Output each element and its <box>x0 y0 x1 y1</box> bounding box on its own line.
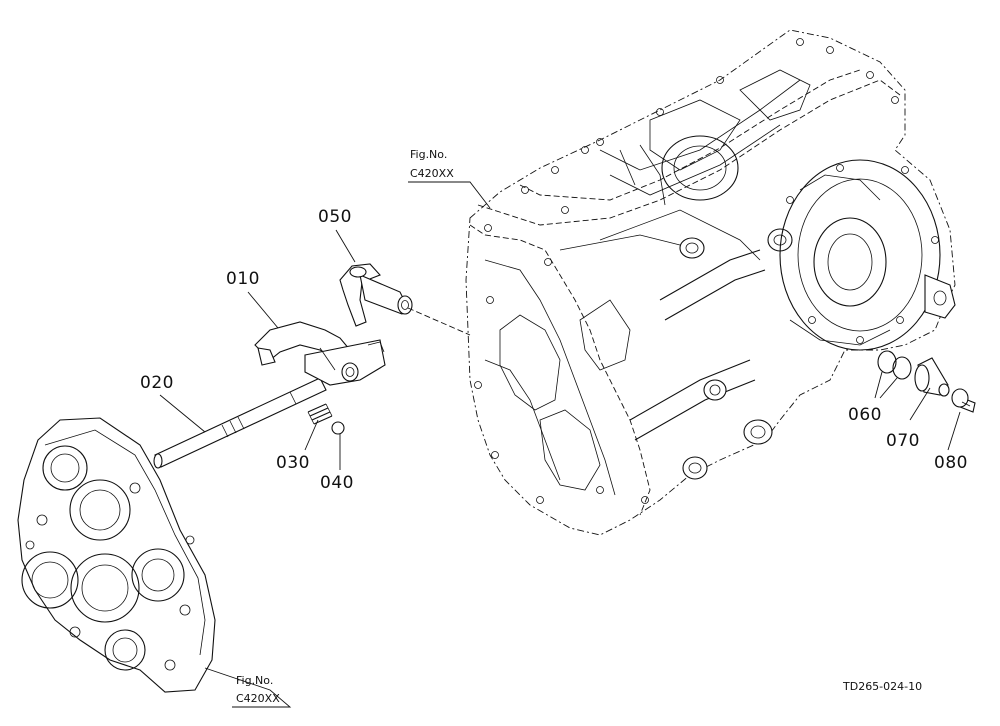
fig-reference-top-line1: Fig.No. <box>410 148 447 161</box>
part-label-010: 010 <box>226 269 260 289</box>
fig-reference-top: Fig.No. C420XX <box>410 148 454 180</box>
part-label-050: 050 <box>318 207 352 227</box>
part-label-070: 070 <box>886 431 920 451</box>
spring-030-drawing <box>307 403 333 425</box>
shift-rod-020-drawing <box>153 377 327 469</box>
fig-reference-bottom-line2: C420XX <box>236 692 280 705</box>
part-label-030: 030 <box>276 453 310 473</box>
fig-reference-top-line2: C420XX <box>410 167 454 180</box>
fig-reference-bottom: Fig.No. C420XX <box>236 674 280 705</box>
bolt-080-drawing <box>951 388 976 413</box>
transmission-case-drawing <box>465 29 956 536</box>
shift-arm-050-drawing <box>339 263 413 327</box>
ball-040-drawing <box>331 421 345 435</box>
o-rings-060-drawing <box>877 350 912 380</box>
front-cover-plate-drawing <box>17 417 216 693</box>
part-labels: 010 020 030 040 050 060 070 080 <box>140 207 968 493</box>
part-label-060: 060 <box>848 405 882 425</box>
casing-bolt-holes <box>474 38 939 504</box>
cap-070-drawing <box>914 357 950 397</box>
part-label-080: 080 <box>934 453 968 473</box>
part-label-020: 020 <box>140 373 174 393</box>
drawing-id: TD265-024-10 <box>842 680 922 693</box>
part-label-040: 040 <box>320 473 354 493</box>
leader-lines <box>159 181 961 708</box>
fig-reference-bottom-line1: Fig.No. <box>236 674 273 687</box>
shift-fork-010-drawing <box>254 321 386 386</box>
